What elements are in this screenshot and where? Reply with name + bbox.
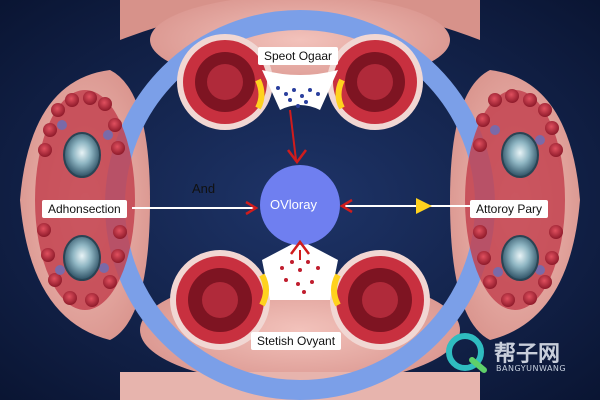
arrow-yellow-head xyxy=(416,198,432,214)
label-bottom: Stetish Ovyant xyxy=(251,332,342,350)
center-label: OVloray xyxy=(270,197,317,212)
nucleus-icon xyxy=(63,235,101,281)
right-cell-cluster xyxy=(465,89,565,310)
nucleus-icon xyxy=(63,132,101,178)
center-circle xyxy=(260,165,340,245)
arrow-left-head xyxy=(245,200,259,216)
watermark-cn: 帮子网 xyxy=(494,342,561,367)
label-and: And xyxy=(192,181,216,196)
top-follicle-pair xyxy=(177,34,423,130)
label-top: Speot Ogaar xyxy=(258,47,339,65)
label-right: Attoroy Pary xyxy=(470,200,549,218)
nucleus-icon xyxy=(501,132,539,178)
label-left: Adhonsection xyxy=(42,200,127,218)
nucleus-icon xyxy=(501,235,539,281)
arrow-right-head xyxy=(339,198,353,214)
arrows xyxy=(132,109,470,260)
arrow-top-down xyxy=(289,109,297,161)
q-logo-icon xyxy=(446,333,487,373)
bottom-follicle-pair xyxy=(170,240,430,350)
watermark-en: BANGYUNWANG xyxy=(496,364,567,373)
